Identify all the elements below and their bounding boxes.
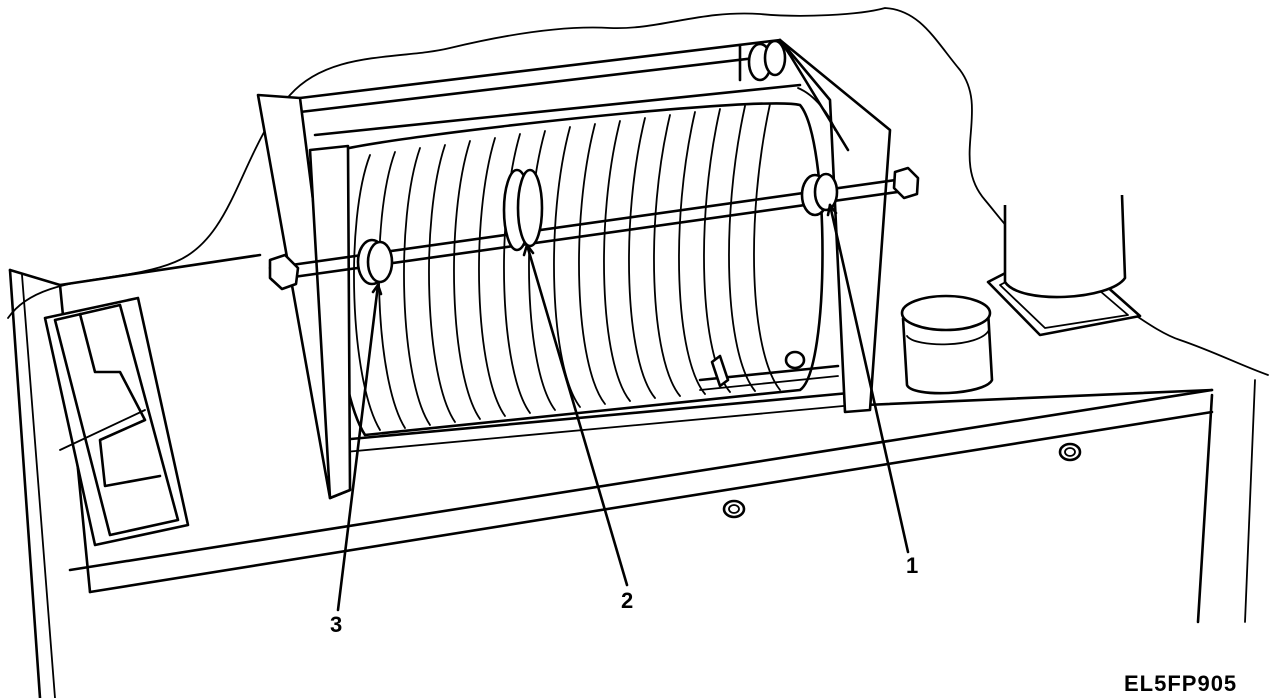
- right-nut: [892, 166, 920, 200]
- callout-2: 2: [621, 588, 634, 613]
- top-back-rail: [338, 390, 862, 442]
- screw-hole: [1058, 442, 1082, 462]
- figure-code: EL5FP905: [1124, 671, 1238, 696]
- inner-frame-rail: [313, 83, 802, 137]
- leader-line-2: [525, 243, 629, 587]
- left-end-plate: [256, 93, 352, 500]
- cabinet-right-edge-2: [1244, 379, 1256, 623]
- screw-hole: [722, 499, 746, 519]
- top-right-rail: [863, 388, 1214, 407]
- callout-1: 1: [906, 553, 919, 578]
- left-bracket: [43, 296, 190, 547]
- top-frame-rail: [298, 38, 782, 100]
- cabinet-front-top: [68, 388, 1214, 572]
- cylinder-mount: [986, 194, 1142, 337]
- cabinet-top-edge: [8, 253, 262, 287]
- coil-windings: [330, 102, 824, 437]
- collar-2: [502, 168, 544, 252]
- leader-line-2-arrow: [522, 243, 535, 257]
- lower-rod-clip: [710, 350, 806, 388]
- right-end-plate: [778, 38, 892, 414]
- top-frame-rail-2: [298, 53, 782, 114]
- leader-line-3: [336, 283, 380, 612]
- lower-rod-2: [699, 375, 839, 391]
- left-nut: [268, 253, 300, 291]
- leader-line-3-arrow: [371, 283, 383, 296]
- cabinet-front-left-inner: [21, 274, 56, 698]
- collar-1: [800, 172, 839, 217]
- leader-line-1: [828, 203, 910, 554]
- leader-line-1-arrow: [826, 203, 838, 217]
- top-back-rail-2: [344, 403, 866, 453]
- cabinet-front-bottom: [88, 410, 1214, 594]
- callout-3: 3: [330, 612, 343, 637]
- cabinet-right-edge: [1196, 393, 1214, 624]
- back-rod-end: [747, 39, 787, 82]
- cup: [900, 294, 994, 395]
- cabinet-front-left: [8, 268, 42, 698]
- collar-3: [356, 238, 394, 286]
